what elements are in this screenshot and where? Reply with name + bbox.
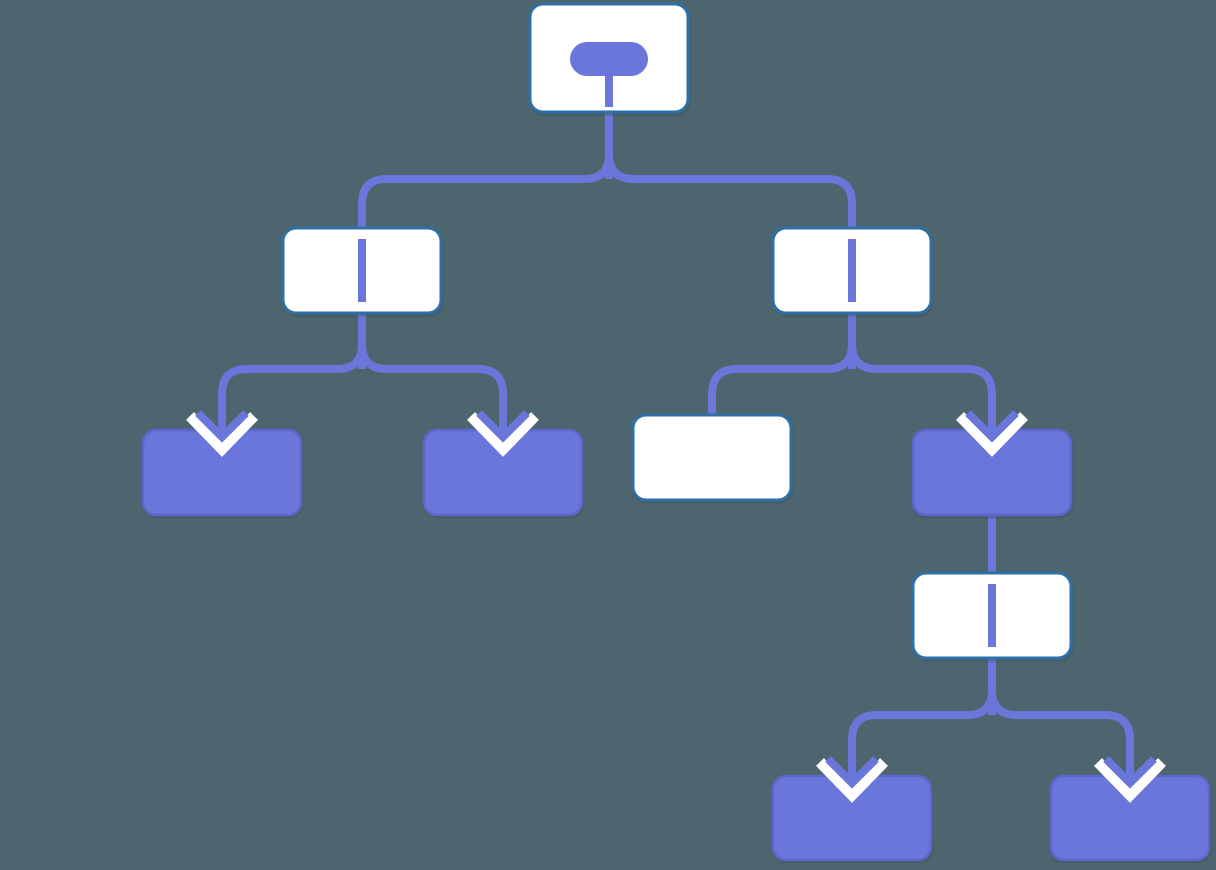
collapse-node-right[interactable] (911, 408, 1073, 517)
branch-node-lower[interactable] (911, 571, 1073, 660)
vertical-line-icon (358, 239, 366, 302)
leaf-node-plain[interactable] (631, 413, 793, 502)
node-layer (141, 2, 1211, 862)
chevron-down-icon (956, 408, 1028, 457)
root-node[interactable] (528, 2, 690, 114)
connector-edge (358, 309, 507, 416)
connector-edge (605, 108, 856, 234)
leaf-node-bottom-2[interactable] (1049, 754, 1211, 862)
chevron-down-icon (816, 754, 888, 803)
connector-edge (988, 654, 1134, 762)
leaf-node-bottom-1[interactable] (771, 754, 933, 862)
vertical-line-icon (988, 584, 996, 647)
root-pill-icon (570, 42, 648, 107)
leaf-node-left-2[interactable] (422, 408, 584, 517)
chevron-down-icon (1094, 754, 1166, 803)
white-node-box[interactable] (631, 413, 793, 502)
chevron-down-icon (467, 408, 539, 457)
connector-layer (218, 108, 1134, 762)
leaf-node-left-1[interactable] (141, 408, 303, 517)
chevron-down-icon (186, 408, 258, 457)
branch-node-left[interactable] (281, 226, 443, 315)
branch-node-right[interactable] (771, 226, 933, 315)
connector-edge (848, 309, 996, 416)
vertical-line-icon (848, 239, 856, 302)
